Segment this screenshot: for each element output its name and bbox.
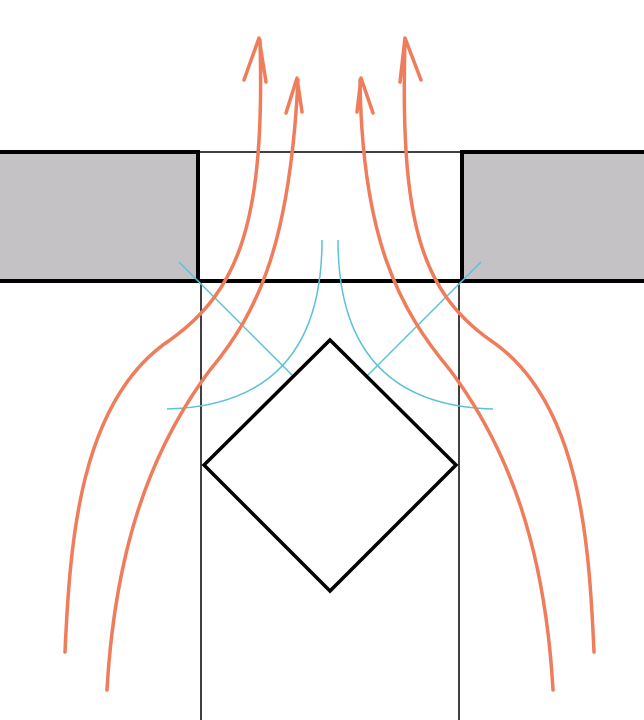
arrowhead-outer-left <box>242 36 268 84</box>
arrowhead-inner-right <box>355 76 375 115</box>
left-wall-block <box>0 150 200 283</box>
construction-arc-left <box>166 239 323 410</box>
flow-arrowheads <box>242 36 423 115</box>
diamond-obstacle <box>201 337 459 594</box>
flow-line-inner-left <box>105 78 300 692</box>
flow-line-outer-left <box>63 38 263 654</box>
flow-line-inner-right <box>358 78 555 692</box>
flow-line-outer-right <box>402 38 596 654</box>
construction-arc-right <box>337 239 494 410</box>
arrowhead-inner-left <box>284 76 304 115</box>
right-wall-block <box>460 150 644 283</box>
arrowhead-outer-right <box>398 36 423 84</box>
flow-lines <box>63 38 596 692</box>
